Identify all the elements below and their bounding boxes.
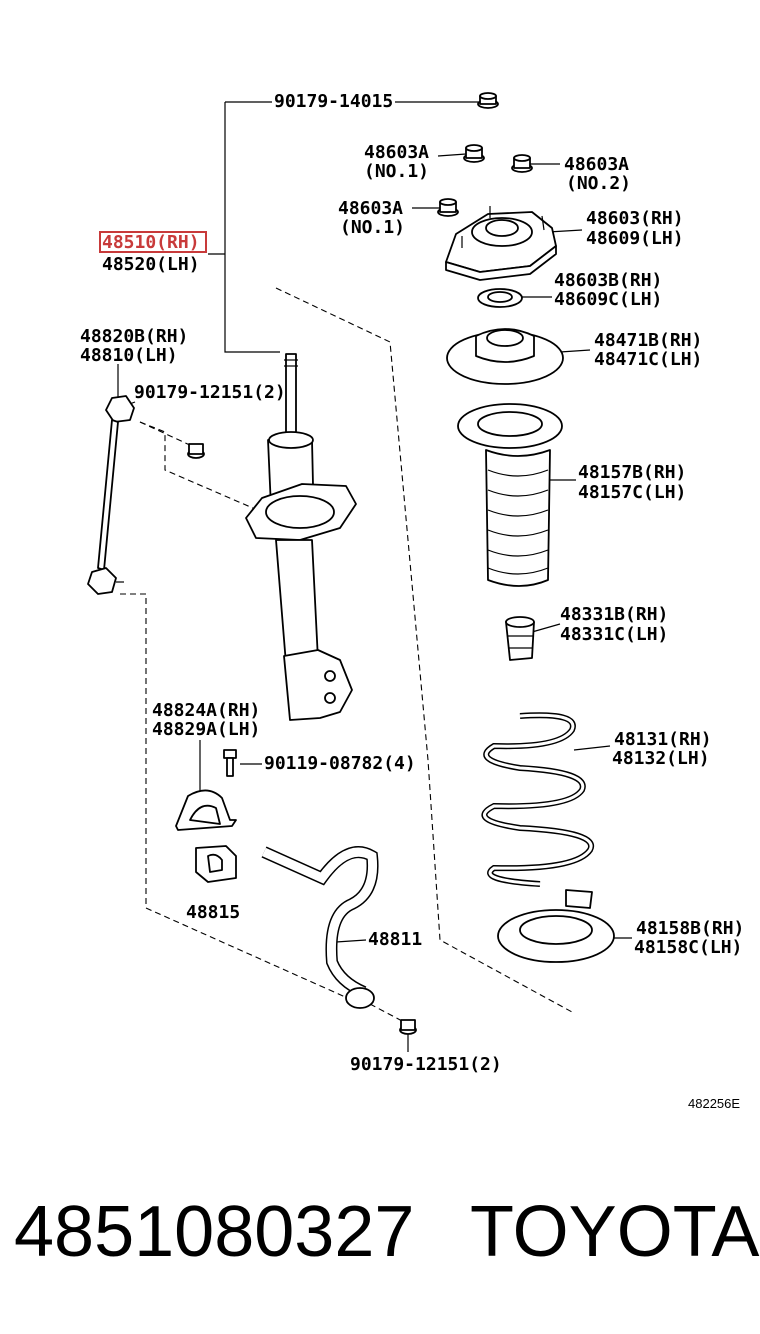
label-upper-seat-rh: 48471B(RH) <box>594 330 702 351</box>
nut-48603a-no1-a <box>463 144 485 163</box>
label-upper-seat-lh: 48471C(LH) <box>594 349 702 370</box>
label-link-rh: 48820B(RH) <box>80 326 188 347</box>
bracket-bolt <box>223 749 237 777</box>
label-bearing-rh: 48603B(RH) <box>554 270 662 291</box>
label-mount-rh: 48603(RH) <box>586 208 684 229</box>
label-diagram-code: 482256E <box>688 1096 740 1111</box>
label-strut-rh: 48510(RH) <box>102 232 200 253</box>
label-nut-no1-a-sub: (NO.1) <box>364 161 429 182</box>
bushing-bracket <box>175 789 237 831</box>
bearing <box>477 288 523 308</box>
label-nut-no2: 48603A <box>564 154 629 175</box>
label-nut-bottom: 90179-12151(2) <box>350 1054 502 1075</box>
label-nut-top: 90179-14015 <box>274 91 393 112</box>
upper-spring-seat <box>446 328 564 385</box>
label-bushing: 48815 <box>186 902 240 923</box>
label-link-lh: 48810(LH) <box>80 345 178 366</box>
label-spring-lh: 48132(LH) <box>612 748 710 769</box>
label-bolt: 90119-08782(4) <box>264 753 416 774</box>
nut-link-upper <box>187 443 205 459</box>
bump-stopper <box>505 616 535 661</box>
nut-48603a-no1-b <box>437 198 459 217</box>
label-spring-rh: 48131(RH) <box>614 729 712 750</box>
label-strut-lh: 48520(LH) <box>102 254 200 275</box>
label-lower-seat-rh: 48158B(RH) <box>636 918 744 939</box>
label-bracket-rh: 48824A(RH) <box>152 700 260 721</box>
dust-boot <box>457 403 563 587</box>
label-nut-no1-b-sub: (NO.1) <box>340 217 405 238</box>
strut-mount <box>445 206 557 281</box>
label-boot-rh: 48157B(RH) <box>578 462 686 483</box>
label-boot-lh: 48157C(LH) <box>578 482 686 503</box>
highlight-box <box>99 231 207 253</box>
label-lower-seat-lh: 48158C(LH) <box>634 937 742 958</box>
coil-spring <box>481 712 595 887</box>
stabilizer-bushing <box>195 845 237 883</box>
stabilizer-link <box>87 395 135 595</box>
nut-link-lower <box>399 1019 417 1035</box>
stabilizer-bar <box>261 846 379 1009</box>
label-bearing-lh: 48609C(LH) <box>554 289 662 310</box>
label-mount-lh: 48609(LH) <box>586 228 684 249</box>
caption: 4851080327 TOYOTA <box>14 1192 759 1272</box>
lower-spring-seat <box>497 889 615 963</box>
label-stabilizer: 48811 <box>368 929 422 950</box>
label-bracket-lh: 48829A(LH) <box>152 719 260 740</box>
label-bumper-lh: 48331C(LH) <box>560 624 668 645</box>
label-nut-no2-sub: (NO.2) <box>566 173 631 194</box>
leader-lines <box>117 101 632 1052</box>
caption-brand: TOYOTA <box>470 1192 759 1272</box>
part-labels: 90179-14015 48603A (NO.1) 48603A (NO.2) … <box>80 91 744 1111</box>
assembly-dashed-lines <box>120 287 573 1023</box>
shock-absorber <box>245 353 357 721</box>
label-nut-link: 90179-12151(2) <box>134 382 286 403</box>
flange-nut-top <box>477 92 499 109</box>
label-nut-no1-b: 48603A <box>338 198 403 219</box>
label-nut-no1-a: 48603A <box>364 142 429 163</box>
caption-part-number: 4851080327 <box>14 1192 414 1272</box>
label-bumper-rh: 48331B(RH) <box>560 604 668 625</box>
nut-48603a-no2 <box>511 154 533 173</box>
